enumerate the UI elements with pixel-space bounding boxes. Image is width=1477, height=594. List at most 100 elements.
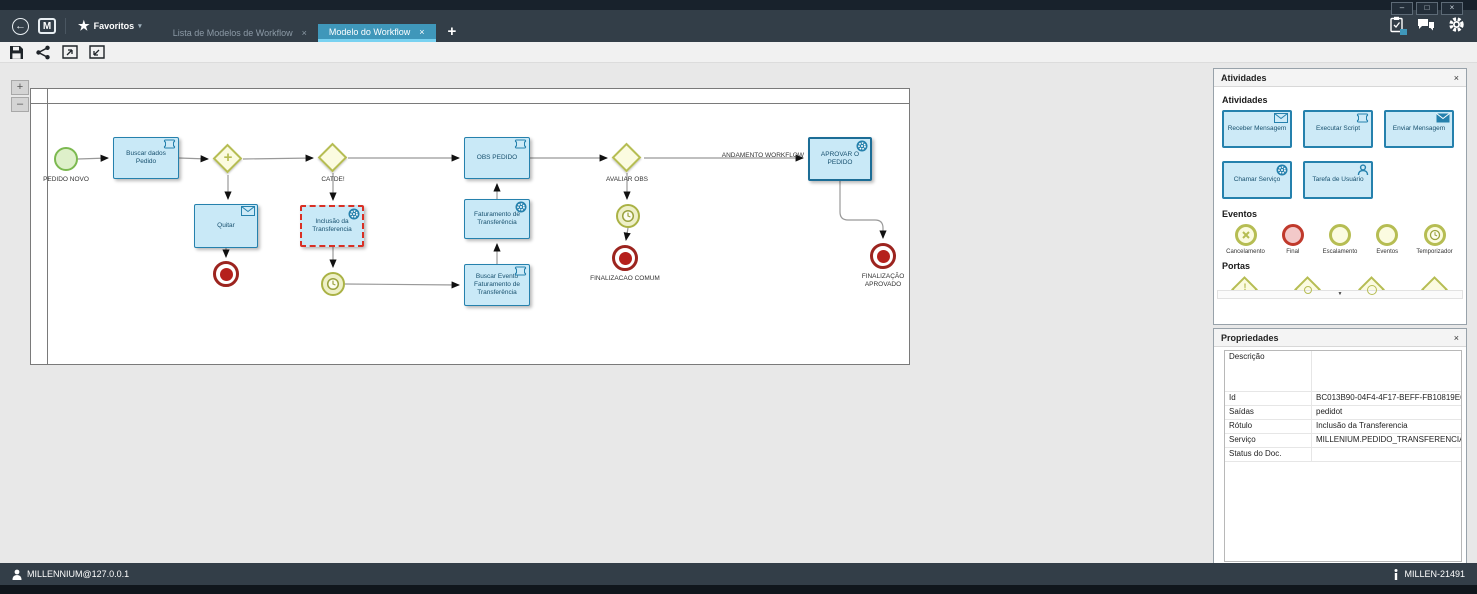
- task-buscar-dados-pedido[interactable]: Buscar dados Pedido: [113, 137, 179, 179]
- circle-event-icon: [1376, 224, 1399, 246]
- property-value[interactable]: BC013B90-04F4-4F17-BEFF-FB10819E6D4F: [1311, 392, 1461, 405]
- property-row: Status do Doc.: [1225, 448, 1461, 462]
- gateways-palette: !: [1222, 274, 1458, 297]
- palette-chamar-servico[interactable]: Chamar Serviço: [1222, 161, 1292, 199]
- palette-gateway-double-circle[interactable]: [1357, 274, 1387, 297]
- status-bar: MILLENNIUM@127.0.0.1 MILLEN-21491: [0, 563, 1477, 585]
- minimize-button[interactable]: –: [1391, 2, 1413, 15]
- save-button[interactable]: [9, 45, 24, 60]
- gateway-label: AVALIAR OBS: [605, 176, 649, 183]
- navbar: ← M ★ Favoritos ▾ Lista de Modelos de Wo…: [0, 10, 1477, 42]
- event-label: FINALIZAÇÃO APROVADO: [861, 273, 905, 289]
- task-buscar-evento-faturamento[interactable]: Buscar Evento Faturamento de Transferênc…: [464, 264, 530, 306]
- pool-left-lane: [31, 89, 48, 364]
- tab-lista-de-modelos[interactable]: Lista de Modelos de Workflow ×: [162, 24, 318, 42]
- close-panel-button[interactable]: ×: [1453, 72, 1459, 83]
- palette-cancelamento[interactable]: Cancelamento: [1222, 224, 1269, 255]
- share-icon: [36, 45, 50, 59]
- section-atividades-label: Atividades: [1222, 95, 1268, 105]
- property-value[interactable]: Inclusão da Transferencia: [1311, 420, 1461, 433]
- task-inclusao-da-transferencia[interactable]: Inclusão da Transferencia: [300, 205, 364, 247]
- gateway-avaliar-obs[interactable]: [611, 142, 642, 173]
- palette-tarefa-de-usuario[interactable]: Tarefa de Usuário: [1303, 161, 1373, 199]
- palette-final[interactable]: Final: [1269, 224, 1316, 255]
- gear-badge-icon: [1276, 164, 1288, 176]
- envelope-open-icon: [241, 206, 255, 216]
- clock-icon: [621, 209, 635, 223]
- star-icon: ★: [78, 18, 90, 33]
- window-title-strip: [0, 0, 1477, 10]
- timer-event[interactable]: [616, 204, 640, 228]
- palette-label: Cancelamento: [1226, 249, 1265, 255]
- script-icon: [163, 139, 176, 149]
- end-event[interactable]: [213, 261, 239, 287]
- task-aprovar-o-pedido[interactable]: APROVAR O PEDIDO: [808, 137, 872, 181]
- gateway-parallel[interactable]: +: [212, 143, 243, 174]
- propriedades-panel: Propriedades × Descrição Id BC013B90-04F…: [1213, 328, 1467, 568]
- palette-receber-mensagem[interactable]: Receber Mensagem: [1222, 110, 1292, 148]
- start-event-pedido-novo[interactable]: PEDIDO NOVO: [43, 147, 89, 183]
- zoom-out-button[interactable]: –: [11, 97, 29, 112]
- task-label: Faturamento de Transferência: [474, 210, 520, 226]
- task-quitar[interactable]: Quitar: [194, 204, 258, 248]
- palette-escalamento[interactable]: Escalamento: [1317, 224, 1364, 255]
- property-value[interactable]: [1311, 448, 1461, 461]
- palette-executar-script[interactable]: Executar Script: [1303, 110, 1373, 148]
- task-faturamento-de-transferencia[interactable]: Faturamento de Transferência: [464, 199, 530, 239]
- close-tab-icon[interactable]: ×: [301, 28, 307, 38]
- script-icon: [514, 139, 527, 149]
- palette-gateway-exclamation[interactable]: !: [1230, 274, 1260, 297]
- property-key: Serviço: [1229, 435, 1256, 444]
- palette-enviar-mensagem[interactable]: Enviar Mensagem: [1384, 110, 1454, 148]
- close-window-button[interactable]: ×: [1441, 2, 1463, 15]
- favorites-menu[interactable]: ★ Favoritos ▾: [78, 18, 142, 33]
- scroll-down-indicator[interactable]: ▼: [1217, 290, 1463, 299]
- window-controls: – □ ×: [1391, 2, 1463, 15]
- end-event-core: [876, 249, 890, 263]
- toolbar: [0, 42, 1477, 63]
- palette-label: Final: [1286, 249, 1300, 255]
- user-icon: [1357, 164, 1369, 176]
- task-label: OBS PEDIDO: [476, 153, 518, 161]
- property-value[interactable]: MILLENIUM.PEDIDO_TRANSFERENCIA.INCLUI: [1311, 434, 1461, 447]
- back-button[interactable]: ←: [12, 17, 29, 35]
- app-logo[interactable]: M: [38, 18, 56, 34]
- end-event-finalizacao-comum[interactable]: FINALIZACAO COMUM: [590, 245, 660, 282]
- user-icon: [12, 569, 22, 580]
- settings-button[interactable]: [1448, 16, 1465, 33]
- task-obs-pedido[interactable]: OBS PEDIDO: [464, 137, 530, 179]
- new-tab-button[interactable]: +: [447, 23, 457, 40]
- tab-label: Lista de Modelos de Workflow: [172, 28, 293, 38]
- palette-temporizador[interactable]: Temporizador: [1411, 224, 1458, 255]
- palette-eventos[interactable]: Eventos: [1364, 224, 1411, 255]
- palette-label: Eventos: [1376, 249, 1399, 255]
- import-model-button[interactable]: [89, 45, 105, 59]
- tab-modelo-do-workflow[interactable]: Modelo do Workflow ×: [317, 24, 436, 42]
- close-tab-icon[interactable]: ×: [419, 26, 425, 37]
- script-icon: [514, 266, 527, 276]
- share-button[interactable]: [35, 45, 51, 60]
- clipboard-tasks-button[interactable]: [1389, 16, 1407, 35]
- gateway-catde[interactable]: [317, 142, 348, 173]
- divider: [65, 18, 66, 34]
- maximize-button[interactable]: □: [1416, 2, 1438, 15]
- export-model-button[interactable]: [62, 45, 78, 59]
- timer-event[interactable]: [321, 272, 345, 296]
- palette-gateway-circle[interactable]: [1293, 274, 1323, 297]
- end-event-finalizacao-aprovado[interactable]: FINALIZAÇÃO APROVADO: [862, 243, 904, 288]
- property-value[interactable]: [1311, 351, 1461, 391]
- zoom-in-button[interactable]: +: [11, 80, 29, 95]
- envelope-open-icon: [1274, 113, 1288, 123]
- floppy-icon: [10, 45, 23, 59]
- gear-badge-icon: [856, 140, 868, 152]
- messages-button[interactable]: [1417, 18, 1435, 32]
- gear-badge-icon: [515, 201, 527, 213]
- property-row: Descrição: [1225, 351, 1461, 392]
- property-value[interactable]: pedidot: [1311, 406, 1461, 419]
- close-panel-button[interactable]: ×: [1453, 332, 1459, 343]
- task-label: Inclusão da Transferencia: [312, 217, 352, 233]
- palette-label: Temporizador: [1416, 249, 1453, 255]
- palette-label: Enviar Mensagem: [1392, 125, 1446, 133]
- property-row: Saídas pedidot: [1225, 406, 1461, 420]
